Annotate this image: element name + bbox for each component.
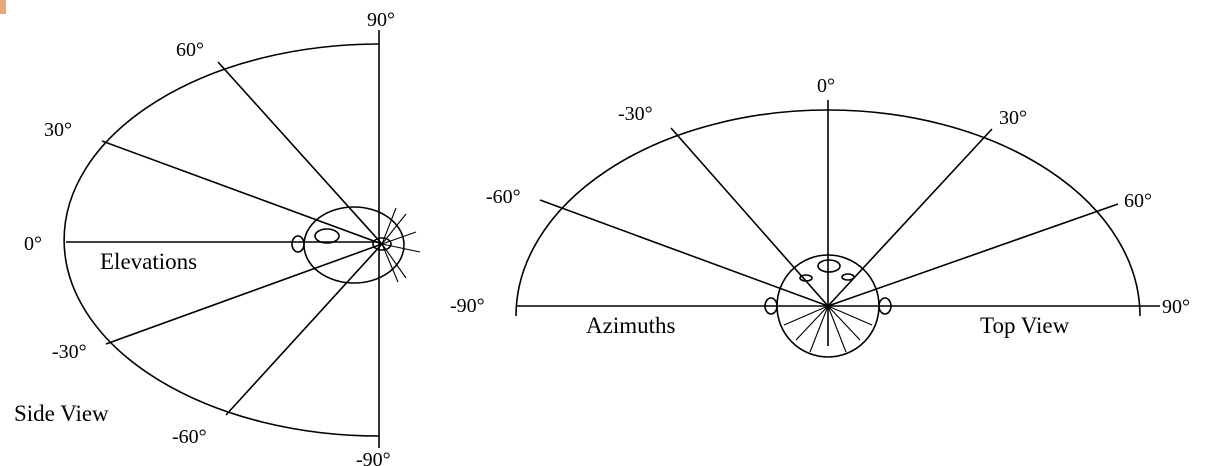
top-rear-fan <box>783 305 873 353</box>
top-label-neg90: -90° <box>450 295 485 317</box>
side-elevation-arc <box>63 43 380 437</box>
top-section-label: Azimuths <box>586 313 675 338</box>
top-label-pos30: 30° <box>999 107 1027 129</box>
top-view-title: Top View <box>980 313 1070 338</box>
side-view-title: Side View <box>14 401 109 426</box>
side-ray-60 <box>217 61 383 245</box>
side-label-30: 30° <box>44 119 72 141</box>
top-nose <box>817 259 841 273</box>
side-ray-neg30 <box>105 243 383 345</box>
top-label-0: 0° <box>817 75 835 97</box>
top-ear-right <box>878 297 892 315</box>
top-label-neg30: -30° <box>618 103 653 125</box>
side-speaker-fan <box>372 207 421 283</box>
side-label-0: 0° <box>24 233 42 255</box>
corner-accent <box>0 0 6 14</box>
top-ray-neg60 <box>539 199 829 307</box>
top-ray-pos30 <box>827 128 993 307</box>
side-view-diagram: 90° 60° 30° 0° -30° -60° -90° Elevations… <box>14 9 421 466</box>
top-label-pos60: 60° <box>1124 190 1152 212</box>
top-ray-neg30 <box>670 127 829 307</box>
side-ray-neg60 <box>225 243 383 416</box>
side-label-60: 60° <box>176 39 204 61</box>
top-eye-left <box>799 274 813 282</box>
top-label-pos90: 90° <box>1162 296 1190 318</box>
side-label-neg30: -30° <box>52 341 87 363</box>
side-nose <box>314 228 340 244</box>
top-view-diagram: 0° -30° 30° -60° 60° -90° 90° Azimuths T… <box>450 75 1190 358</box>
top-ear-left <box>764 297 778 315</box>
side-label-neg60: -60° <box>172 426 207 448</box>
top-label-neg60: -60° <box>486 186 521 208</box>
top-eye-right <box>841 273 855 281</box>
side-label-neg90: -90° <box>356 449 391 466</box>
side-label-90: 90° <box>367 9 395 31</box>
top-ray-pos60 <box>827 203 1119 307</box>
side-ear <box>291 235 305 253</box>
side-section-label: Elevations <box>100 249 197 274</box>
side-ray-30 <box>101 140 383 245</box>
